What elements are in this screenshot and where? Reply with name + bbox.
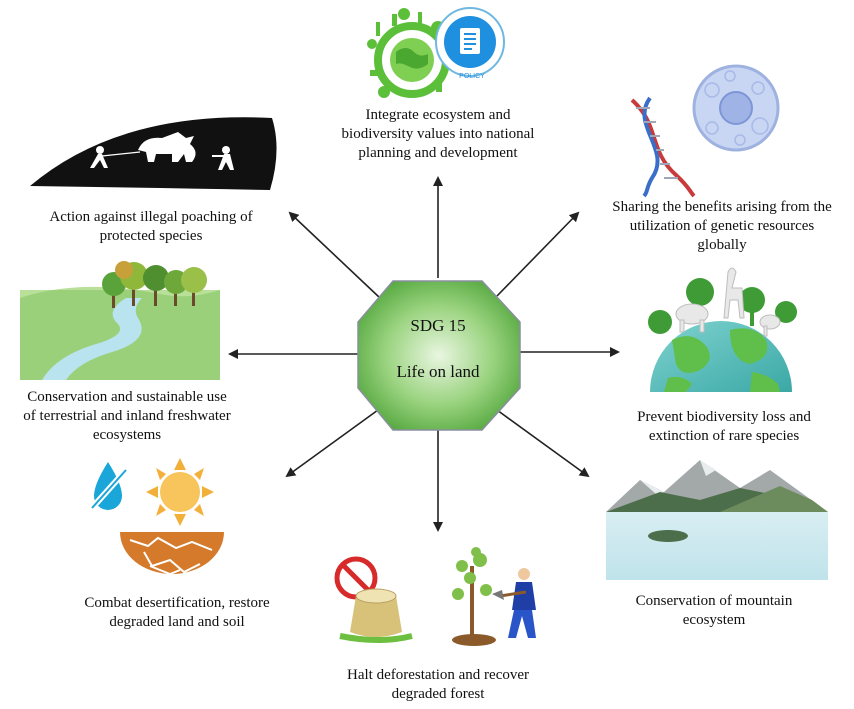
arrow-bottom-right xyxy=(496,409,590,478)
policy-badge-text: POLICY xyxy=(459,73,485,80)
poaching-rhino-icon xyxy=(30,117,277,190)
connector-arrows xyxy=(228,176,620,532)
globe-animals-icon xyxy=(648,267,797,392)
drought-soil-icon xyxy=(89,458,224,576)
arrow-top-right xyxy=(496,211,580,297)
arrow-top-left xyxy=(288,211,381,299)
gardener xyxy=(492,568,536,638)
arrow-bottom-left xyxy=(285,409,379,478)
river-forest-icon xyxy=(20,261,220,380)
center-subtitle: Life on land xyxy=(396,362,480,381)
eco-globe-policy-icon: POLICY xyxy=(367,7,505,98)
center-title: SDG 15 xyxy=(410,316,466,335)
center-octagon xyxy=(357,280,521,431)
sapling xyxy=(452,547,492,638)
stump-planting-icon xyxy=(334,547,536,646)
trees xyxy=(102,261,207,308)
dna-cell-icon xyxy=(630,64,780,198)
mountain-lake-icon xyxy=(606,460,828,580)
